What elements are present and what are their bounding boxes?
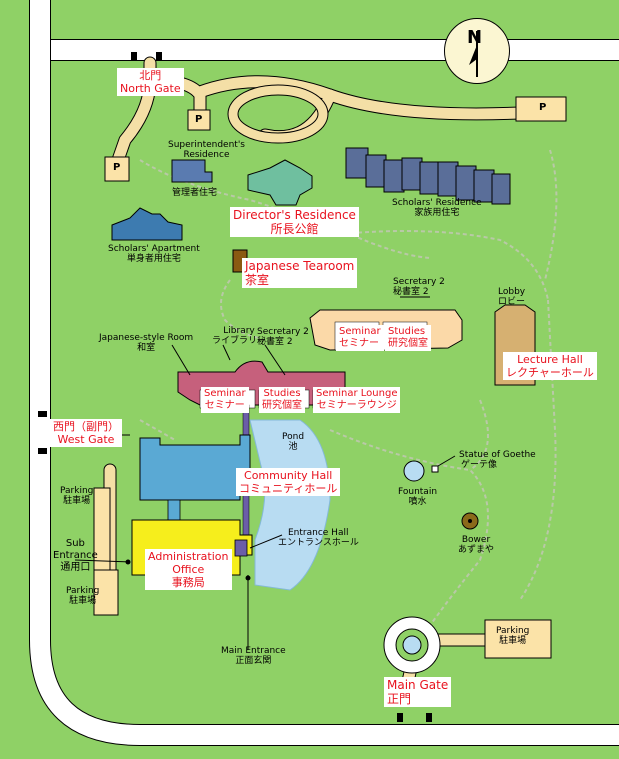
roads: [29, 0, 619, 746]
parking-areas: [93, 96, 567, 659]
west-gate-post: [38, 448, 47, 454]
entrance-hall-building: [234, 539, 248, 557]
north-compass: N: [444, 18, 510, 84]
parking-lot-south: [484, 619, 552, 659]
statue-of-goethe: [431, 465, 439, 473]
main-gate-post: [397, 713, 403, 722]
superintendent-residence: [171, 159, 213, 183]
superintendent-residence-ja: 管理者住宅: [172, 188, 218, 198]
parking-lot: [104, 156, 130, 182]
parking-p-icon: P: [113, 162, 121, 173]
community-hall: [139, 434, 251, 501]
parking-lot: [515, 96, 567, 122]
leader-lines: [74, 296, 456, 650]
west-gate-label[interactable]: 西門（副門）West Gate: [50, 419, 122, 447]
north-arrow-icon: [469, 31, 478, 77]
scholars-apartment: [111, 207, 183, 241]
scholars-residence-buildings: [345, 147, 511, 205]
main-gate-post: [426, 713, 432, 722]
fountain: [403, 460, 425, 482]
parking-lot: [187, 109, 211, 131]
parking-p-icon: P: [195, 114, 203, 125]
west-gate-post: [38, 411, 47, 417]
roundabout: [383, 616, 441, 674]
parking-p-icon: P: [539, 102, 547, 113]
parking-lot-west: [93, 569, 119, 616]
directors-residence: [247, 159, 313, 206]
north-gate-post: [156, 52, 162, 61]
north-label: N: [467, 27, 483, 48]
pond: [249, 419, 331, 591]
north-gate-post: [131, 52, 137, 61]
